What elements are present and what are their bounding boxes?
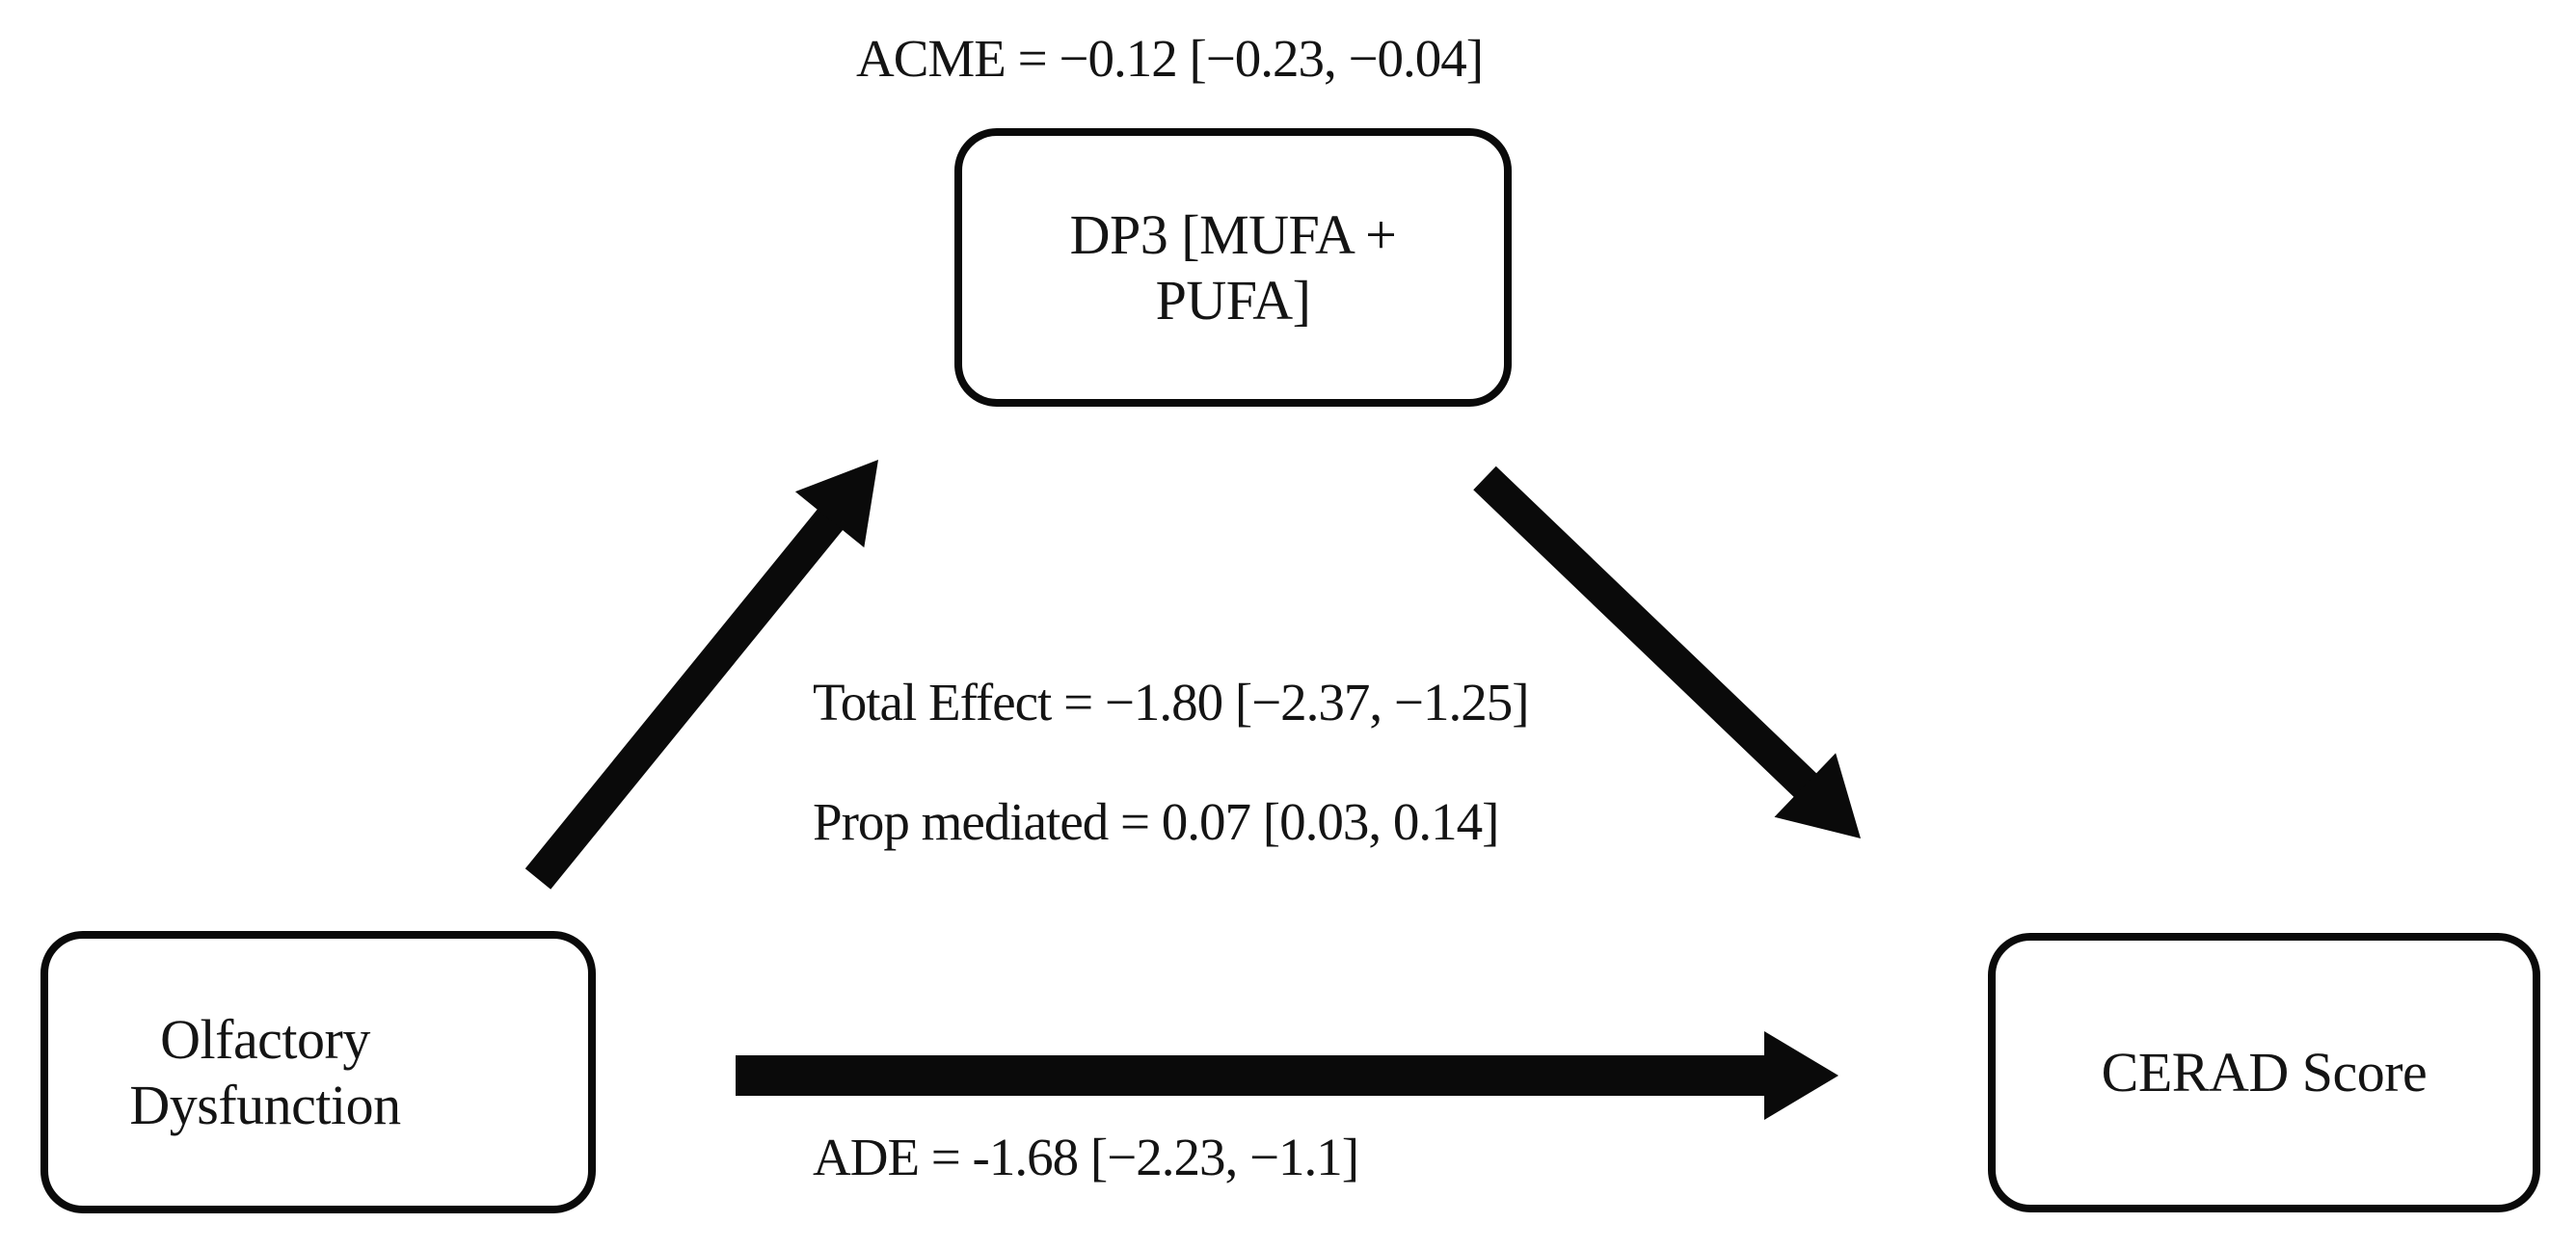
mediator-node-line2: PUFA] — [1155, 268, 1311, 332]
outcome-node-box: CERAD Score — [1988, 933, 2540, 1212]
prop-mediated-label: Prop mediated = 0.07 [0.03, 0.14] — [813, 792, 1499, 851]
acme-effect-label: ACME = −0.12 [−0.23, −0.04] — [856, 29, 1484, 88]
mediator-node-line1: DP3 [MUFA + — [1069, 203, 1397, 267]
exposure-node-label: Olfactory Dysfunction — [129, 1007, 506, 1137]
outcome-node-label: CERAD Score — [2102, 1040, 2428, 1104]
exposure-node-box: Olfactory Dysfunction — [40, 931, 596, 1213]
mediator-node-box: DP3 [MUFA + PUFA] — [954, 128, 1512, 407]
path-b-arrow — [1473, 465, 1861, 838]
exposure-node-line1: Olfactory — [160, 1008, 370, 1072]
exposure-node-line2: Dysfunction — [129, 1073, 401, 1136]
ade-effect-label: ADE = -1.68 [−2.23, −1.1] — [813, 1128, 1359, 1186]
direct-path-arrow — [736, 1031, 1838, 1120]
mediator-node-label: DP3 [MUFA + PUFA] — [1070, 202, 1397, 332]
path-a-arrow — [524, 460, 878, 890]
outcome-node-line1: CERAD Score — [2101, 1041, 2428, 1104]
total-effect-label: Total Effect = −1.80 [−2.37, −1.25] — [813, 673, 1530, 731]
